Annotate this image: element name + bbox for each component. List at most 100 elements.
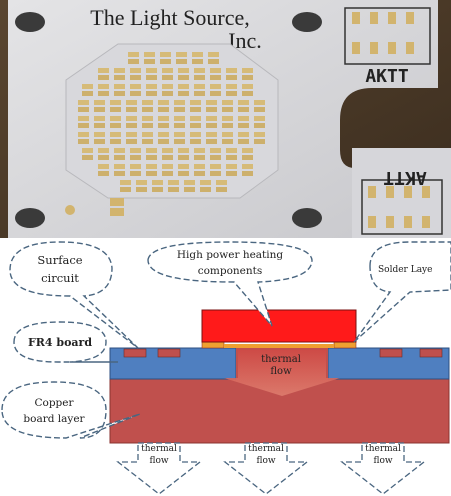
led-pad [94, 123, 105, 128]
led-pad [142, 107, 153, 112]
led-pad [206, 123, 217, 128]
led-pad [178, 68, 189, 73]
led-pad [194, 164, 205, 169]
led-pad [194, 148, 205, 153]
led-pad [144, 59, 155, 64]
led-pad [146, 68, 157, 73]
led-pad [222, 132, 233, 137]
led-pad [114, 171, 125, 176]
led-pad [194, 171, 205, 176]
led-pad [114, 68, 125, 73]
led-pad [194, 68, 205, 73]
surface-pad [419, 348, 443, 358]
led-pad [144, 52, 155, 57]
led-pad [146, 164, 157, 169]
bottom-flow-2-line-2: flow [256, 456, 275, 466]
led-pad [94, 107, 105, 112]
led-pad [162, 91, 173, 96]
callout-surface-circuit-line-2: circuit [41, 271, 79, 285]
led-pad [192, 59, 203, 64]
led-pad [162, 148, 173, 153]
led-pad [162, 84, 173, 89]
led-pad [78, 100, 89, 105]
mounting-hole [292, 208, 322, 228]
led-pad [210, 164, 221, 169]
connector-pad [422, 216, 430, 228]
led-pad [142, 132, 153, 137]
led-pad [126, 100, 137, 105]
led-pad [254, 139, 265, 144]
connector-pads-bottom [368, 186, 430, 228]
led-pad [206, 107, 217, 112]
led-pad [176, 59, 187, 64]
led-pad [120, 180, 131, 185]
led-pad [78, 139, 89, 144]
pcb-board-right [352, 148, 451, 238]
led-pad [94, 116, 105, 121]
led-pad [178, 164, 189, 169]
led-pad [254, 107, 265, 112]
center-flow-label-2: flow [270, 366, 292, 377]
surface-pad [123, 348, 147, 358]
led-pad [168, 187, 179, 192]
led-pad [114, 155, 125, 160]
led-pad [142, 139, 153, 144]
part-mark-top: AKTT [365, 66, 409, 87]
led-pad [210, 155, 221, 160]
callout-fr4 [13, 321, 118, 363]
led-pad [210, 91, 221, 96]
connector-pad [406, 12, 414, 24]
connector-pad [352, 42, 360, 54]
led-pad [120, 187, 131, 192]
led-pad [226, 91, 237, 96]
center-flow-arrow [224, 350, 340, 396]
bottom-flow-arrow-2 [223, 442, 309, 495]
led-pad [128, 59, 139, 64]
led-pad [238, 100, 249, 105]
connector-pad [370, 12, 378, 24]
led-pad [82, 91, 93, 96]
led-pad [190, 132, 201, 137]
led-pad-array [78, 52, 265, 192]
led-pad [208, 52, 219, 57]
led-pad [98, 148, 109, 153]
thermal-diagram: thermal flow Surface circuit High power … [1, 241, 451, 495]
led-pad [98, 68, 109, 73]
connector-pad [404, 216, 412, 228]
led-pad [136, 180, 147, 185]
led-pad [146, 91, 157, 96]
callout-heating [147, 241, 313, 327]
led-pad [210, 84, 221, 89]
led-pad [190, 116, 201, 121]
led-pad [206, 139, 217, 144]
led-pad [82, 155, 93, 160]
mounting-hole [15, 208, 45, 228]
connector-pad [368, 216, 376, 228]
bottom-flow-arrow-1 [116, 442, 202, 495]
led-pad [238, 139, 249, 144]
led-pad [222, 116, 233, 121]
led-pad [126, 116, 137, 121]
led-pad [190, 123, 201, 128]
led-pad [110, 123, 121, 128]
led-pad [142, 100, 153, 105]
led-pad [158, 123, 169, 128]
led-pad [78, 107, 89, 112]
connector-pad [388, 12, 396, 24]
led-pad [114, 75, 125, 80]
led-pad [178, 171, 189, 176]
led-pad [226, 155, 237, 160]
led-pad [146, 84, 157, 89]
callout-heating-line-2: components [198, 265, 263, 277]
led-pad [174, 123, 185, 128]
led-pad [242, 171, 253, 176]
led-pad [254, 132, 265, 137]
led-pad [226, 75, 237, 80]
led-pad [146, 75, 157, 80]
led-pad [130, 84, 141, 89]
callout-copper-line-2: board layer [23, 413, 85, 425]
led-pad [128, 52, 139, 57]
led-pad [184, 187, 195, 192]
led-pad [238, 116, 249, 121]
led-pad [242, 91, 253, 96]
